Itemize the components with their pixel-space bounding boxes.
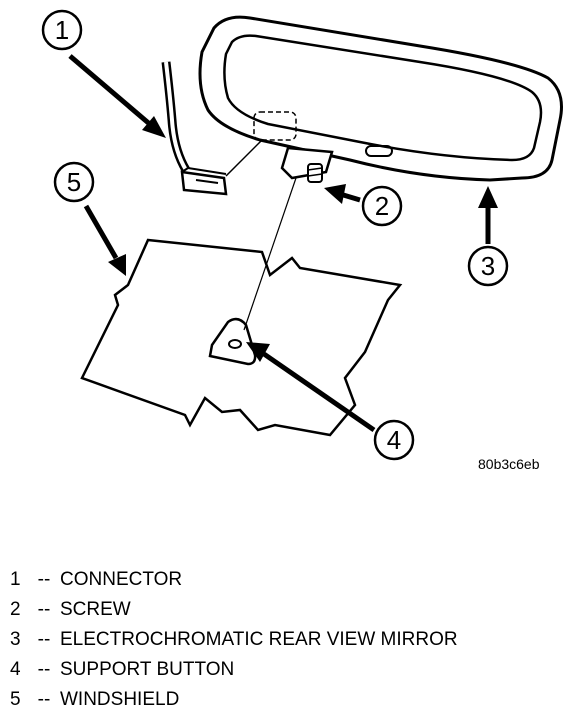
legend-separator: -- — [37, 599, 51, 620]
callout-4-arrowhead — [246, 342, 270, 362]
legend-text: ELECTROCHROMATIC REAR VIEW MIRROR — [60, 629, 458, 650]
legend-separator: -- — [37, 659, 51, 680]
windshield-shape — [80, 238, 403, 437]
legend-text: CONNECTOR — [60, 569, 183, 590]
legend: 1 -- CONNECTOR 2 -- SCREW 3 -- ELECTROCHROMATI… — [10, 565, 458, 715]
support-button — [208, 317, 257, 366]
callout-1-arrow — [68, 54, 154, 128]
legend-text: SUPPORT BUTTON — [60, 659, 235, 680]
callout-3-label: 3 — [481, 251, 495, 281]
callout-4-label: 4 — [387, 425, 401, 455]
connector-to-mirror-line — [225, 139, 263, 177]
callout-2-label: 2 — [375, 191, 389, 221]
connector — [161, 61, 263, 196]
callout-4-arrow — [262, 351, 376, 433]
screw — [307, 163, 323, 183]
callout-2-arrowhead — [324, 184, 346, 204]
rear-view-mirror — [198, 15, 563, 182]
diagram-code: 80b3c6eb — [478, 456, 540, 472]
legend-item: 1 -- CONNECTOR — [10, 565, 458, 595]
legend-item: 3 -- ELECTROCHROMATIC REAR VIEW MIRROR — [10, 625, 458, 655]
callout-1-label: 1 — [55, 15, 69, 45]
callout-3-arrowhead — [478, 186, 498, 208]
callout-1-arrowhead — [142, 116, 166, 138]
callout-3-circle — [467, 245, 509, 287]
callout-1-circle — [41, 9, 83, 51]
legend-separator: -- — [37, 629, 51, 650]
legend-item: 4 -- SUPPORT BUTTON — [10, 655, 458, 685]
legend-text: SCREW — [60, 599, 131, 620]
legend-separator: -- — [37, 689, 51, 710]
legend-number: 1 — [10, 569, 21, 590]
callout-5-circle — [53, 161, 95, 203]
mirror-housing — [198, 15, 563, 182]
legend-separator: -- — [37, 569, 51, 590]
callout-4-circle — [373, 419, 415, 461]
mirror-sensor-slot — [365, 145, 393, 157]
alignment-line — [243, 177, 297, 331]
mirror-glass — [223, 34, 543, 162]
legend-number: 4 — [10, 659, 21, 680]
legend-item: 2 -- SCREW — [10, 595, 458, 625]
legend-number: 3 — [10, 629, 21, 650]
legend-number: 5 — [10, 689, 21, 710]
legend-item: 5 -- WINDSHIELD — [10, 685, 458, 715]
legend-text: WINDSHIELD — [60, 689, 180, 710]
mirror-diagram: 1 2 3 4 5 — [41, 9, 563, 461]
callout-2-circle — [361, 185, 403, 227]
callout-5-arrow — [83, 204, 119, 260]
connector-body — [180, 170, 228, 196]
support-button-hole — [228, 339, 242, 349]
callout-5-arrowhead — [108, 254, 126, 276]
callout-5-label: 5 — [67, 167, 81, 197]
legend-number: 2 — [10, 599, 21, 620]
